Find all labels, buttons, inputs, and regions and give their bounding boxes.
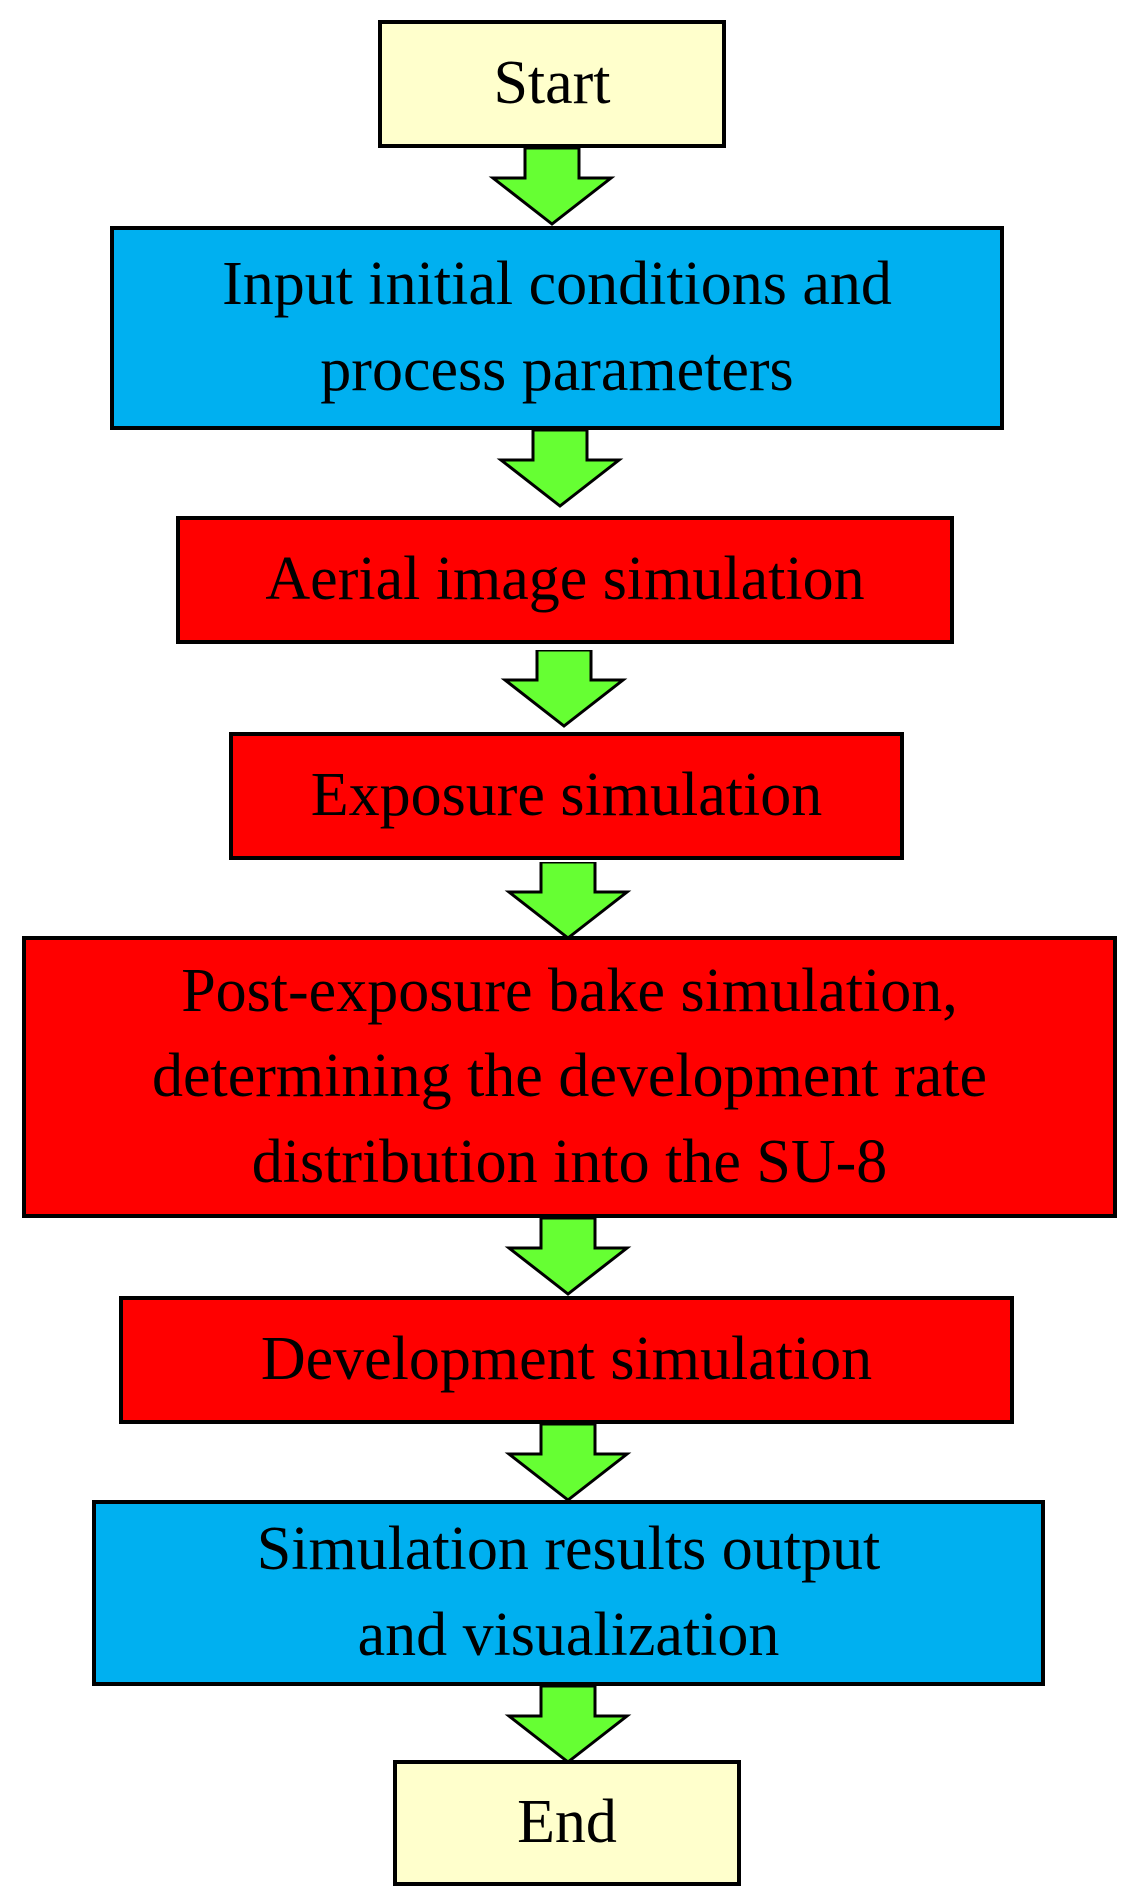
exposure-simulation-node: Exposure simulation <box>229 732 904 860</box>
flow-arrow-output-to-end <box>501 1684 635 1766</box>
flow-arrow-exposure-to-peb <box>501 860 635 942</box>
exposure-simulation-node-label: Exposure simulation <box>310 761 823 830</box>
flow-arrow-peb-to-development <box>501 1216 635 1298</box>
down-arrow-icon <box>504 1216 632 1296</box>
results-output-node-label: Simulation results output and visualizat… <box>256 1515 881 1669</box>
down-arrow-icon <box>504 1684 632 1764</box>
down-arrow-icon <box>500 648 628 728</box>
post-exposure-bake-node: Post-exposure bake simulation, determini… <box>22 936 1117 1218</box>
aerial-image-simulation-node: Aerial image simulation <box>176 516 954 644</box>
development-simulation-node: Development simulation <box>119 1296 1014 1424</box>
input-parameters-node: Input initial conditions and process par… <box>110 226 1004 430</box>
down-arrow-icon <box>488 146 616 226</box>
down-arrow-icon <box>496 428 624 508</box>
flow-arrow-start-to-input <box>485 146 619 228</box>
down-arrow-icon <box>504 1422 632 1502</box>
flow-arrow-input-to-aerial <box>493 428 627 510</box>
post-exposure-bake-node-label: Post-exposure bake simulation, determini… <box>152 956 987 1196</box>
flow-arrow-aerial-to-exposure <box>497 648 631 730</box>
input-parameters-node-label: Input initial conditions and process par… <box>222 250 892 404</box>
end-node-label: End <box>517 1788 617 1857</box>
results-output-node: Simulation results output and visualizat… <box>92 1500 1045 1686</box>
start-node: Start <box>378 20 726 148</box>
development-simulation-node-label: Development simulation <box>260 1325 873 1394</box>
end-node: End <box>393 1760 741 1886</box>
flow-arrow-development-to-output <box>501 1422 635 1504</box>
start-node-label: Start <box>493 49 611 118</box>
down-arrow-icon <box>504 860 632 940</box>
aerial-image-simulation-node-label: Aerial image simulation <box>265 545 865 614</box>
